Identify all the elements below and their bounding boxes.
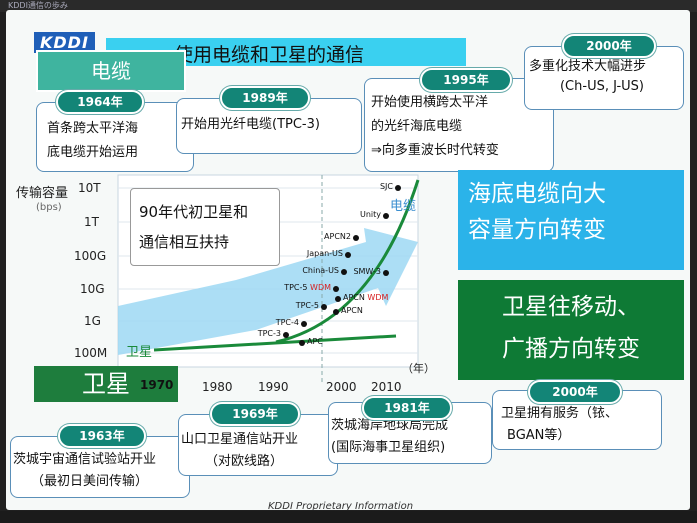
- year-pill-1964: 1964年: [56, 90, 144, 114]
- card-1989-line1: 开始用光纤电缆(TPC-3): [181, 117, 320, 132]
- cable-shift-line1: 海底电缆向大: [468, 181, 606, 207]
- year-pill-2000a: 2000年: [562, 34, 656, 58]
- ytick-100M: 100M: [74, 346, 108, 360]
- card-2000a-line2: (Ch-US, J-US): [559, 79, 644, 94]
- bottom-bar: [0, 511, 697, 523]
- year-pill-1969: 1969年: [210, 402, 300, 426]
- data-point-label: APCN2: [324, 232, 351, 241]
- card-1964-line1: 首条跨太平洋海: [47, 121, 139, 136]
- data-point-label: SMW-3: [353, 267, 381, 276]
- card-1964-line2: 底电缆开始运用: [47, 145, 139, 160]
- xtick-1990: 1990: [258, 380, 289, 394]
- data-point-label: APC: [307, 337, 323, 346]
- ytick-1T: 1T: [84, 215, 99, 229]
- year-1970-label: 1970: [140, 378, 174, 392]
- card-1981-line1: 茨城海岸地球局完成: [331, 418, 449, 433]
- card-1963-line1: 茨城宇宙通信试验站开业: [13, 452, 157, 467]
- slide: 10T 1T 100G 10G 1G 100M 传输容量 (bps) 1980 …: [6, 10, 690, 510]
- data-point: [395, 185, 401, 191]
- top-strip-text: KDDI通信の歩み: [8, 1, 68, 10]
- card-2000a-line1: 多重化技术大幅进步: [529, 59, 647, 74]
- x-axis-unit: （年）: [402, 362, 435, 375]
- card-1963: 茨城宇宙通信试验站开业 （最初日美间传输）: [10, 436, 190, 498]
- wdm-tag: WDM: [307, 283, 331, 292]
- data-point-label: TPC-4: [275, 318, 299, 327]
- data-point: [383, 270, 389, 276]
- wdm-tag: WDM: [364, 293, 389, 302]
- data-point-label: TPC-3: [257, 329, 281, 338]
- card-2000b-line1: 卫星拥有服务（铱、: [501, 406, 619, 421]
- data-point: [333, 309, 339, 315]
- data-point-label: China-US: [302, 266, 339, 275]
- xtick-1980: 1980: [202, 380, 233, 394]
- sat-shift-line2: 广播方向转变: [502, 336, 640, 362]
- data-point: [345, 252, 351, 258]
- data-point: [353, 235, 359, 241]
- satellite-line-label: 卫星: [126, 345, 153, 360]
- data-point-label: APCN WDM: [343, 293, 389, 302]
- card-1995-line2: 的光纤海底电缆: [371, 119, 463, 134]
- page-title: 使用电缆和卫星的通信: [174, 44, 365, 66]
- satellite-line: [153, 334, 397, 352]
- data-point: [341, 269, 347, 275]
- card-2000b-line2: BGAN等）: [507, 428, 571, 443]
- ytick-1G: 1G: [84, 314, 101, 328]
- xtick-2010: 2010: [371, 380, 402, 394]
- nineties-line1: 90年代初卫星和: [139, 203, 249, 221]
- data-point: [283, 332, 289, 338]
- data-point-label: Unity: [359, 210, 381, 219]
- kddi-logo: KDDI: [34, 32, 95, 53]
- card-1995-line1: 开始使用横跨太平洋: [371, 95, 489, 110]
- year-pill-1989: 1989年: [220, 86, 310, 110]
- cable-curve-label: 电缆: [390, 199, 417, 214]
- data-points: [283, 185, 401, 346]
- data-point-label: TPC-5 WDM: [284, 283, 331, 292]
- sat-shift-line1: 卫星往移动、: [502, 294, 640, 320]
- data-point-label: TPC-5: [295, 301, 319, 310]
- year-pill-1963: 1963年: [58, 424, 146, 448]
- y-axis-unit: (bps): [36, 202, 62, 213]
- data-point: [321, 304, 327, 310]
- data-point-label: APCN: [341, 306, 363, 315]
- cable-shift-box: 海底电缆向大 容量方向转变: [458, 170, 684, 270]
- card-1963-line2: （最初日美间传输）: [31, 474, 149, 489]
- ytick-10T: 10T: [78, 181, 101, 195]
- data-point-label: SJC: [379, 182, 393, 191]
- data-point-label: Japan-US: [306, 249, 343, 258]
- xtick-2000: 2000: [326, 380, 357, 394]
- cable-label-box: 电缆: [36, 50, 186, 92]
- data-point: [299, 340, 305, 346]
- year-pill-1995: 1995年: [420, 68, 512, 92]
- ytick-10G: 10G: [80, 282, 105, 296]
- cable-curve: [275, 179, 420, 344]
- card-1969-line2: （对欧线路）: [205, 454, 284, 469]
- year-pill-1981: 1981年: [362, 396, 452, 420]
- card-1995-line3: ⇒向多重波长时代转变: [371, 143, 499, 158]
- data-point: [335, 296, 341, 302]
- card-1981-line2: (国际海事卫星组织): [331, 440, 446, 455]
- top-strip: KDDI通信の歩み: [0, 0, 697, 12]
- card-1964: 首条跨太平洋海 底电缆开始运用: [36, 102, 194, 172]
- y-axis-label: 传输容量: [16, 186, 69, 201]
- year-pill-2000b: 2000年: [528, 380, 622, 404]
- footer-text: KDDI Proprietary Information: [268, 501, 414, 510]
- satellite-label-box: 卫星: [34, 366, 178, 402]
- card-1969-line1: 山口卫星通信站开业: [181, 432, 299, 447]
- data-point: [333, 286, 339, 292]
- satellite-label: 卫星: [82, 370, 130, 398]
- data-point: [383, 213, 389, 219]
- satellite-shift-box: 卫星往移动、 广播方向转变: [458, 280, 684, 380]
- cable-shift-line2: 容量方向转变: [468, 217, 606, 243]
- ytick-100G: 100G: [74, 249, 107, 263]
- growth-arrow: [118, 228, 418, 355]
- card-1995: 开始使用横跨太平洋 的光纤海底电缆 ⇒向多重波长时代转变: [364, 78, 554, 172]
- cable-label: 电缆: [91, 59, 131, 83]
- data-point: [301, 321, 307, 327]
- nineties-line2: 通信相互扶持: [139, 233, 230, 251]
- nineties-callout: 90年代初卫星和 通信相互扶持: [130, 188, 280, 266]
